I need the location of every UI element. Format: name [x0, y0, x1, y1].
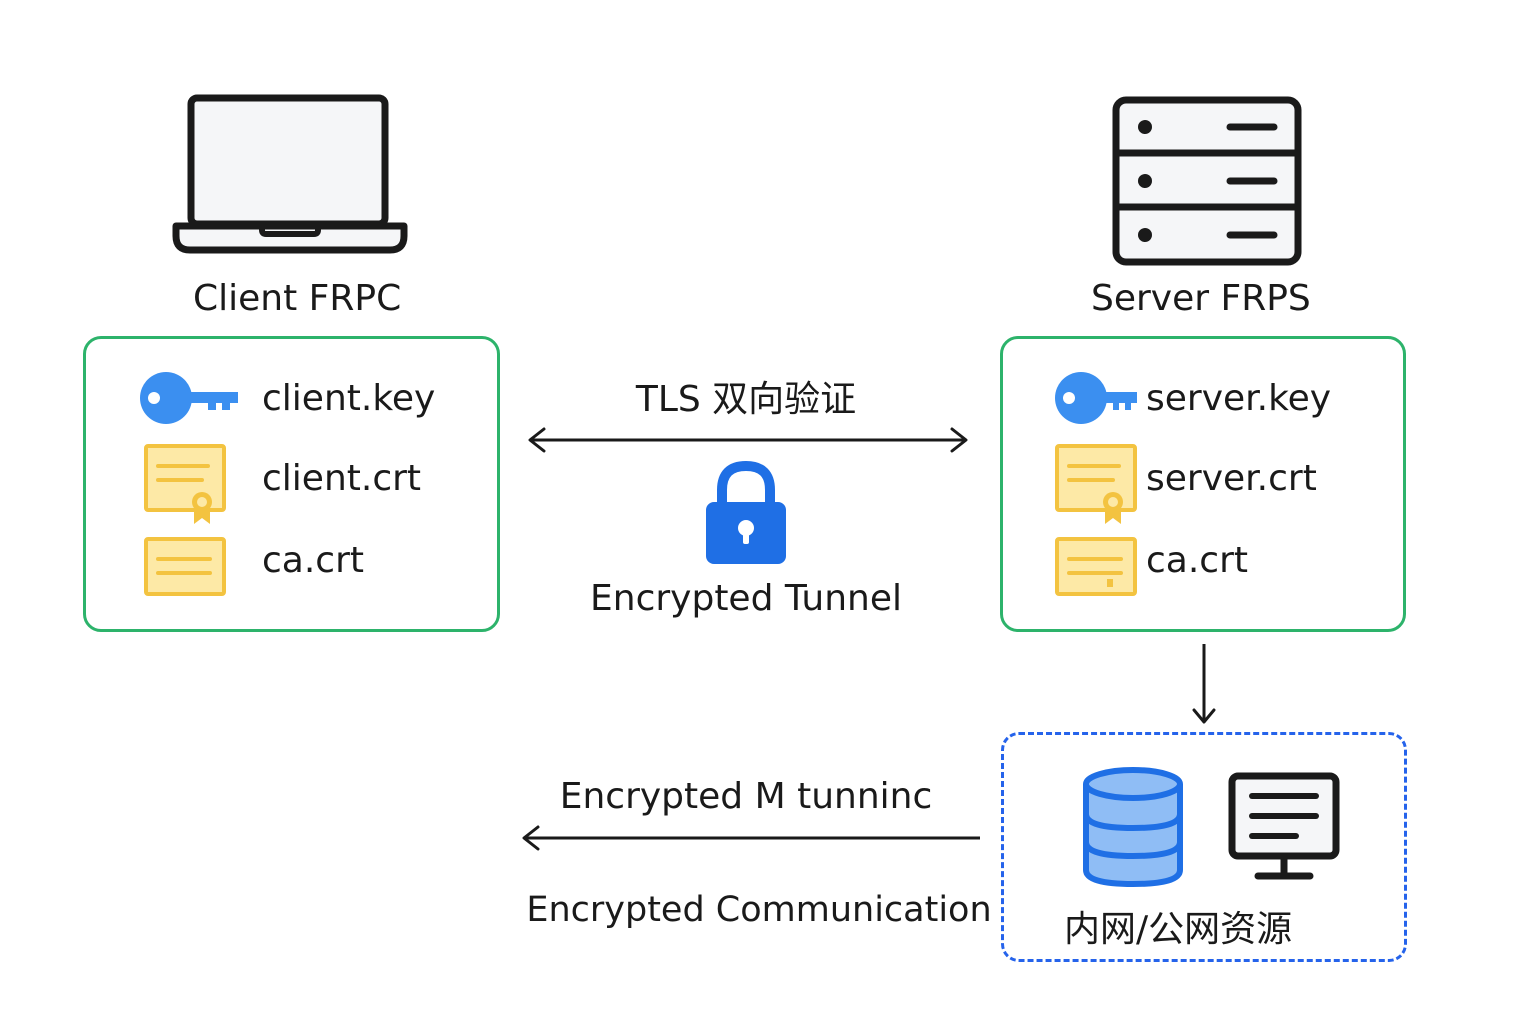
bidirectional-arrow — [528, 427, 968, 453]
server-ca-label: ca.crt — [1146, 540, 1249, 581]
client-ca-label: ca.crt — [262, 540, 365, 581]
down-arrow — [1192, 644, 1216, 724]
tunnel-label: Encrypted Tunnel — [590, 578, 902, 619]
resource-label: 内网/公网资源 — [1064, 909, 1293, 950]
key-icon — [1055, 372, 1137, 424]
resource-box — [1001, 732, 1407, 962]
document-icon — [1055, 537, 1137, 596]
client-key-label: client.key — [262, 378, 436, 419]
laptop-icon — [172, 94, 408, 254]
server-crt-label: server.crt — [1146, 458, 1317, 499]
monitor-icon — [1228, 772, 1340, 880]
return-lower-label: Encrypted Communication — [526, 890, 992, 930]
database-icon — [1083, 767, 1183, 888]
certificate-icon — [144, 444, 226, 524]
left-arrow — [522, 825, 980, 851]
server-rack-icon — [1112, 96, 1302, 266]
client-crt-label: client.crt — [262, 458, 422, 499]
lock-icon — [706, 460, 786, 564]
client-title: Client FRPC — [193, 278, 402, 319]
document-icon — [144, 537, 226, 596]
certificate-icon — [1055, 444, 1137, 524]
server-key-label: server.key — [1146, 378, 1332, 419]
return-upper-label: Encrypted M tunninc — [559, 776, 933, 817]
tls-label: TLS 双向验证 — [635, 379, 857, 420]
key-icon — [140, 372, 238, 424]
server-title: Server FRPS — [1091, 278, 1311, 319]
